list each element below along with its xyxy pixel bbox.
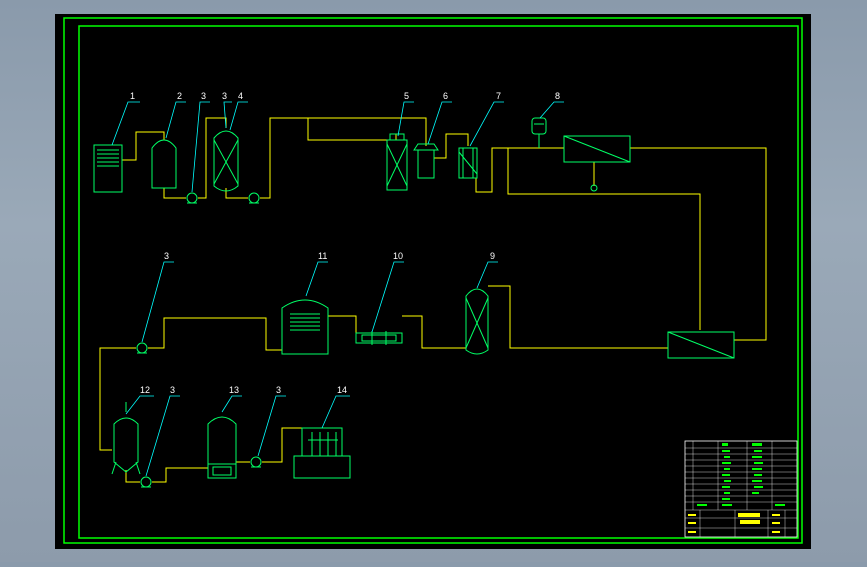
- label-high-pressure-pump: 8: [555, 91, 560, 101]
- mixed-bed: [465, 288, 489, 355]
- pipe-header-5-lower: [307, 118, 397, 141]
- label-softener: 5: [404, 91, 409, 101]
- equipment: [93, 117, 735, 488]
- storage-tank: [111, 402, 141, 475]
- label-activated-carbon-filter: 4: [238, 91, 243, 101]
- pipe-ro2-9: [488, 285, 668, 349]
- label-raw-water-tank: 1: [130, 91, 135, 101]
- pump-a: [186, 192, 198, 204]
- label-filling-machine: 14: [337, 385, 347, 395]
- pipe-pump-14: [262, 427, 318, 463]
- pipe-pump-4: [198, 117, 227, 199]
- pipe-pump-header: [260, 117, 308, 199]
- title-block-text-marks: [697, 443, 785, 506]
- pump-b: [248, 192, 260, 204]
- label-pump-b: 3: [222, 91, 227, 101]
- pipe-2-pump: [163, 188, 186, 199]
- softener: [386, 133, 408, 191]
- label-uv-sterilizer: 10: [393, 251, 403, 261]
- label-pump-c: 3: [164, 251, 169, 261]
- drain-valve: [590, 184, 598, 192]
- equipment-numbers: 1 2 3 3 4 5 6 7 8 9 10 11 3 12 3 13 3 14: [130, 91, 560, 395]
- label-mixed-bed: 9: [490, 251, 495, 261]
- pipe-ro-loop: [507, 148, 701, 330]
- pipe-pump-12: [99, 347, 136, 451]
- pipe-10-11: [328, 315, 357, 336]
- pipe-9-10: [402, 315, 466, 349]
- pipe-11-pump: [148, 317, 282, 351]
- pipe-6-7: [434, 133, 469, 159]
- label-buffer-tank: 13: [229, 385, 239, 395]
- label-pure-water-tank: 11: [318, 251, 327, 261]
- pipe-1-2: [122, 131, 165, 161]
- pipe-header-6-upper: [308, 117, 427, 146]
- pump-c: [136, 342, 148, 354]
- label-precision-filter: 7: [496, 91, 501, 101]
- multimedia-filter: [151, 139, 177, 189]
- pump-e: [250, 456, 262, 468]
- pipe-12-pump: [125, 470, 140, 483]
- ro-membrane-2: [667, 331, 735, 359]
- inner-border: [78, 25, 799, 539]
- raw-water-tank: [93, 144, 123, 193]
- title-block-fill-marks: [688, 513, 780, 533]
- pipe-ro1-ro2: [630, 147, 767, 341]
- outer-border: [63, 17, 803, 544]
- activated-carbon-filter: [213, 130, 239, 192]
- label-security-filter: 6: [443, 91, 448, 101]
- label-storage-tank: 12: [140, 385, 150, 395]
- label-pump-e: 3: [276, 385, 281, 395]
- security-filter: [413, 143, 439, 179]
- precision-filter: [458, 147, 478, 179]
- title-block-grid: [685, 441, 797, 537]
- label-pump-d: 3: [170, 385, 175, 395]
- leader-lines: [111, 101, 564, 477]
- label-multimedia-filter: 2: [177, 91, 182, 101]
- drawing-sheet: [55, 14, 811, 549]
- buffer-tank: [207, 416, 237, 479]
- pure-water-tank: [281, 299, 329, 355]
- ro-membrane-1: [563, 135, 631, 163]
- label-pump-a: 3: [201, 91, 206, 101]
- title-block: [684, 440, 798, 538]
- high-pressure-pump: [531, 117, 547, 148]
- uv-sterilizer: [355, 331, 403, 345]
- pump-d: [140, 476, 152, 488]
